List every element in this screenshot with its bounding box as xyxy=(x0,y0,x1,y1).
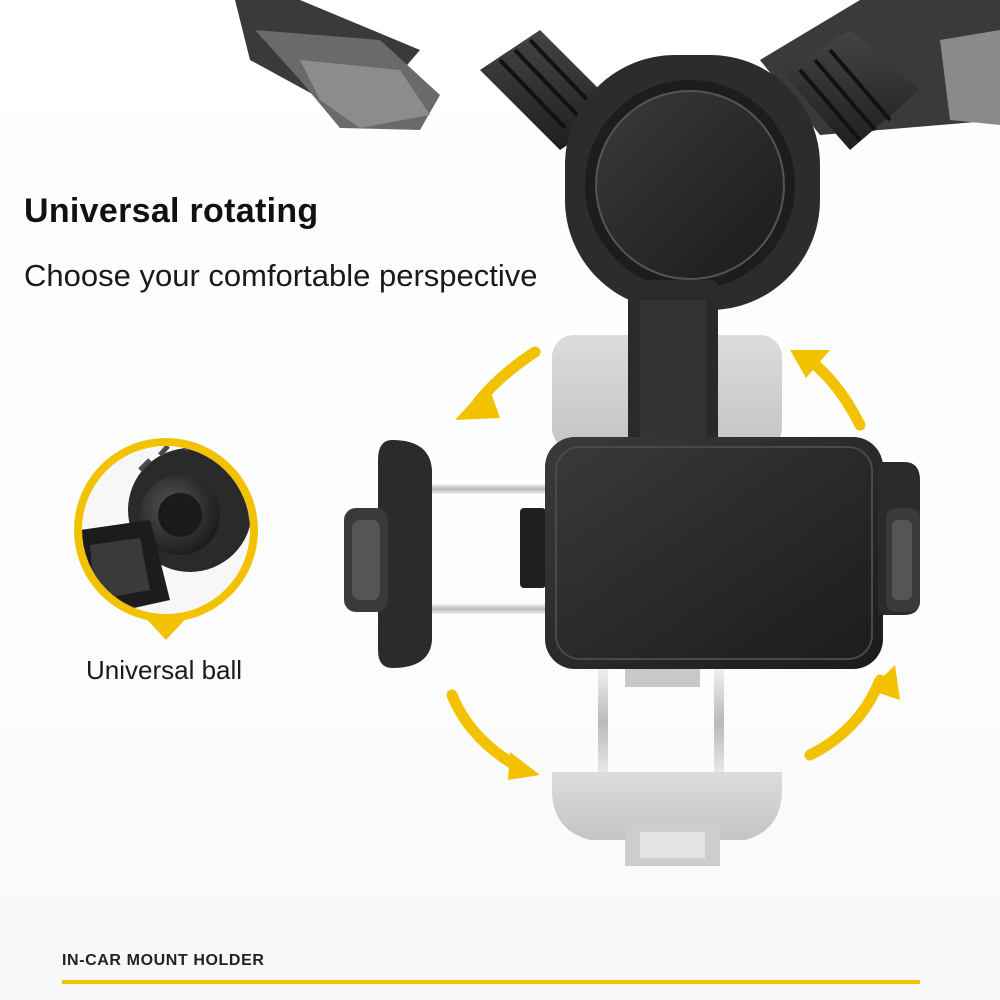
right-clamp xyxy=(878,462,920,615)
footer-rule xyxy=(62,980,920,984)
left-clamp xyxy=(344,440,546,668)
main-cradle xyxy=(545,437,883,669)
right-arm xyxy=(760,0,1000,150)
side-rods xyxy=(430,484,550,614)
headline: Universal rotating xyxy=(24,192,319,230)
arrow-heads xyxy=(455,350,900,780)
footer-title: IN-CAR MOUNT HOLDER xyxy=(62,952,265,969)
central-hub xyxy=(565,55,820,310)
left-arm xyxy=(235,0,620,150)
ghost-cradle-bottom xyxy=(552,665,782,866)
universal-ball-callout-icon xyxy=(74,438,258,640)
subheadline: Choose your comfortable perspective xyxy=(24,258,538,293)
universal-ball-label: Universal ball xyxy=(86,655,243,685)
